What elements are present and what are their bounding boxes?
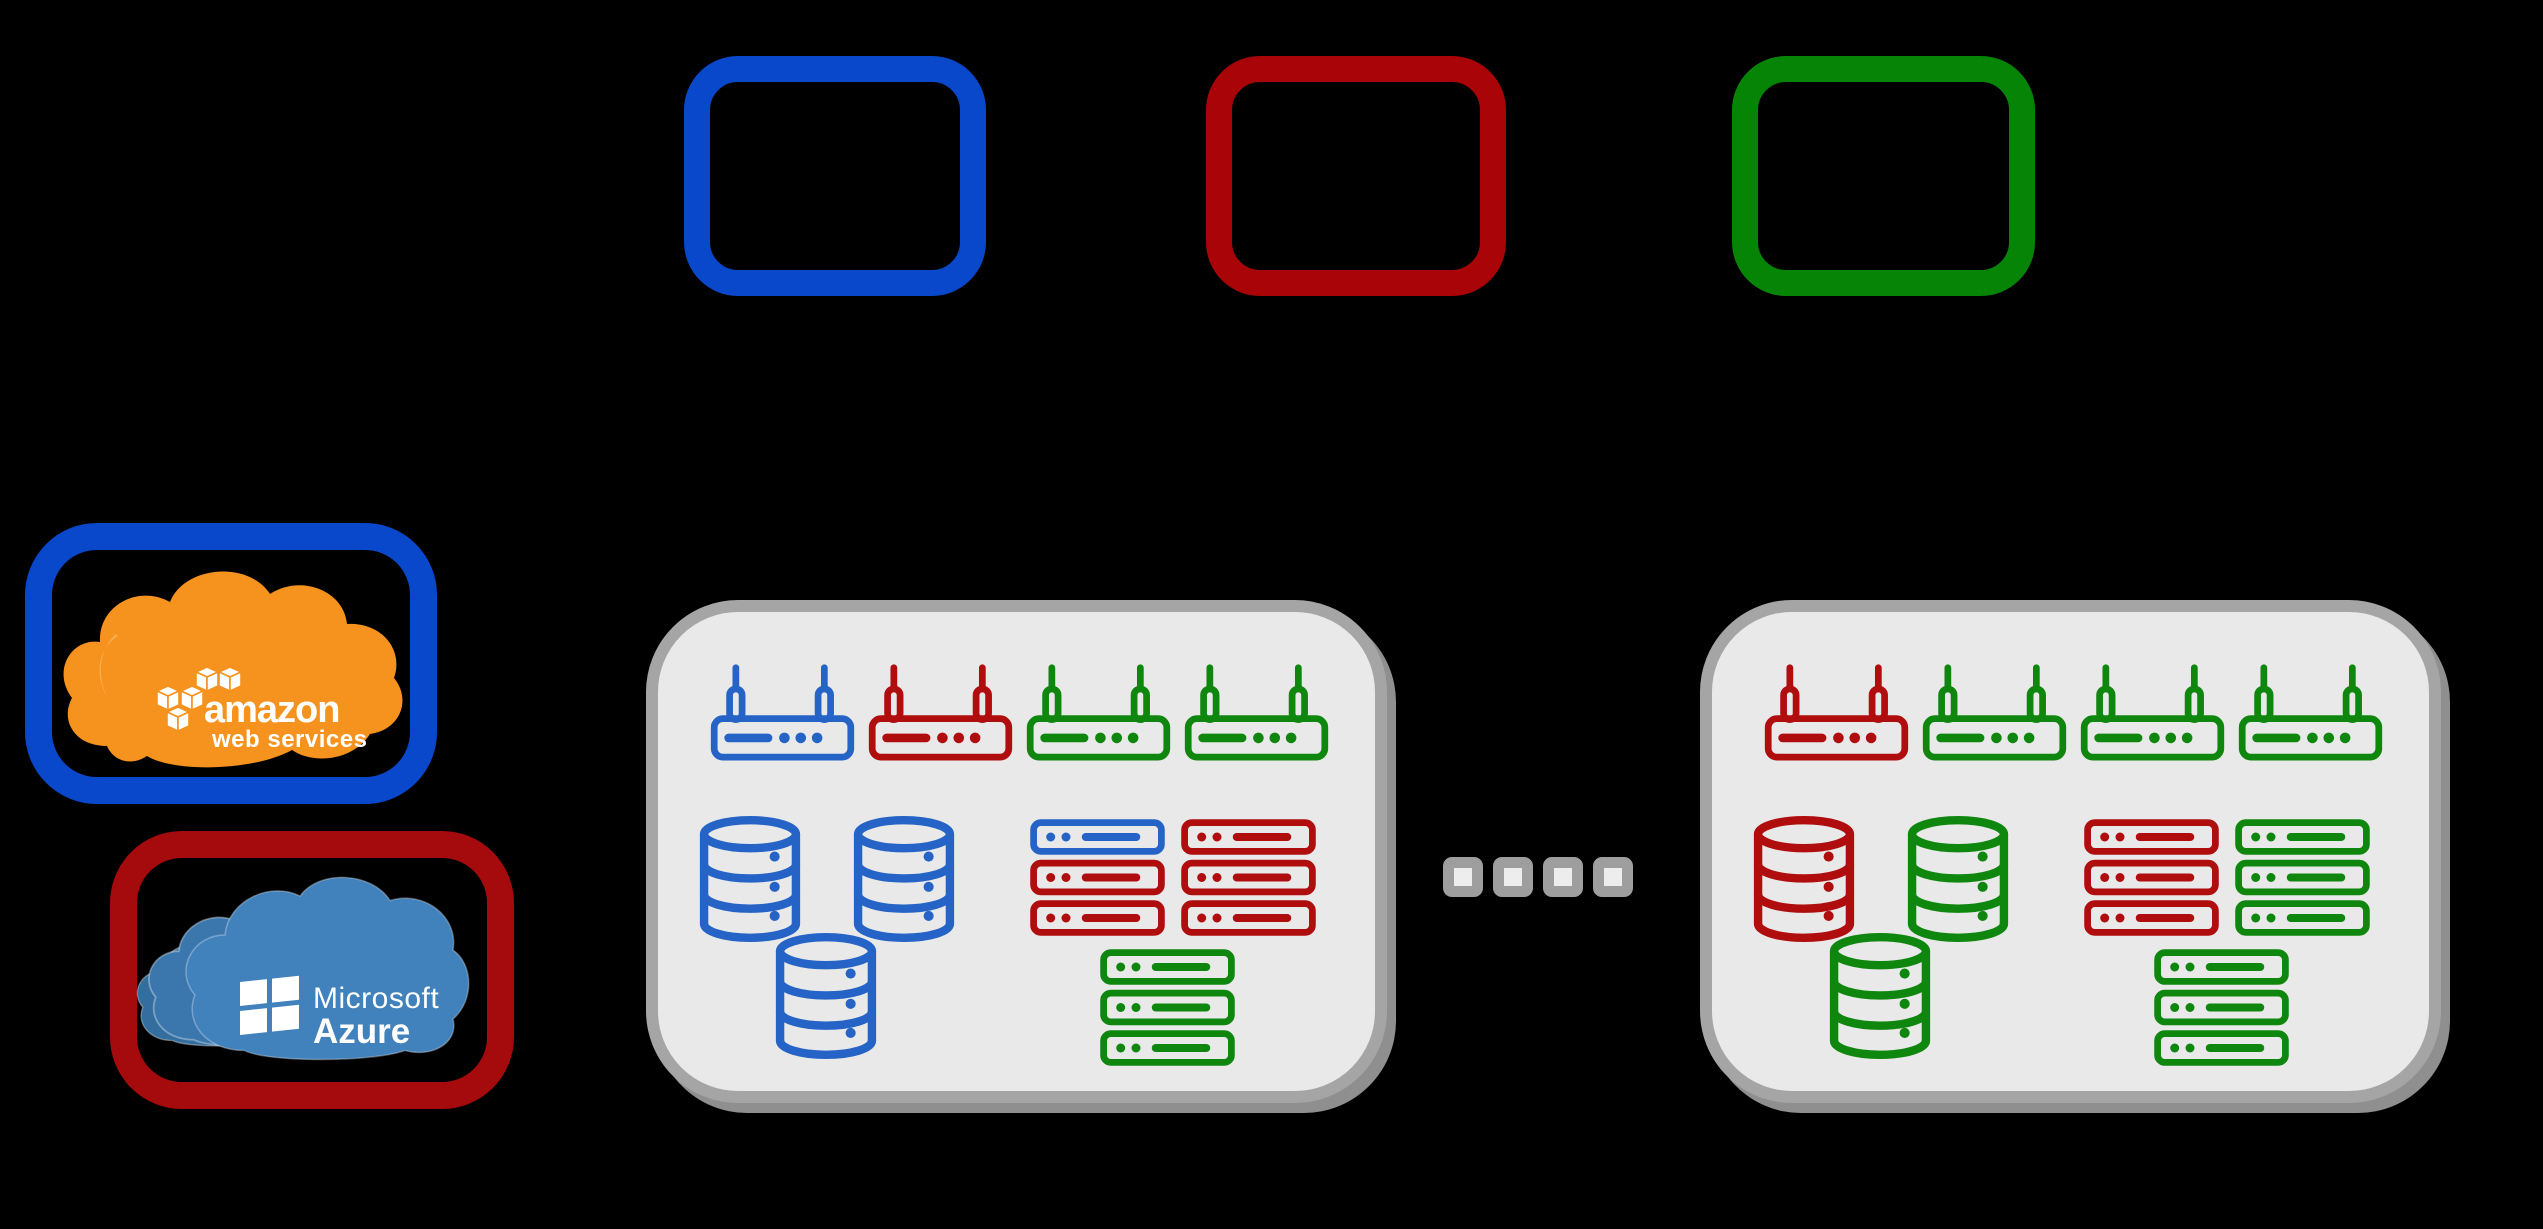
server-stack-icon bbox=[2084, 819, 2219, 936]
azure-cloud-icon: Microsoft Azure bbox=[136, 876, 470, 1061]
aws-cloud-icon: amazon web services bbox=[63, 571, 403, 768]
server-group bbox=[1030, 819, 1326, 1069]
database-slot bbox=[1902, 816, 2014, 942]
database-slot bbox=[770, 933, 882, 1059]
server-stack-icon bbox=[1030, 819, 1165, 936]
wifi-router-icon bbox=[1764, 660, 1909, 761]
database-icon bbox=[1902, 816, 2014, 942]
wifi-router-icon bbox=[1026, 660, 1171, 761]
legend-box-green bbox=[1732, 56, 2035, 296]
database-slot bbox=[1824, 933, 1936, 1059]
ellipsis-square bbox=[1593, 857, 1633, 897]
aws-sub-text: web services bbox=[211, 726, 367, 753]
database-group bbox=[1748, 816, 2038, 1066]
windows-flag-icon bbox=[240, 975, 299, 1035]
database-icon bbox=[1748, 816, 1860, 942]
server-stack-slot bbox=[1100, 949, 1235, 1066]
azure-brand-text: Microsoft bbox=[313, 982, 439, 1015]
ellipsis-square bbox=[1543, 857, 1583, 897]
router-row bbox=[1764, 660, 2383, 761]
wifi-router-icon bbox=[710, 660, 855, 761]
aws-provider-box: amazon web services bbox=[25, 523, 437, 804]
database-slot bbox=[1748, 816, 1860, 942]
router-row bbox=[710, 660, 1329, 761]
server-stack-slot bbox=[1181, 819, 1316, 936]
azure-sub-text: Azure bbox=[313, 1012, 410, 1051]
server-group bbox=[2084, 819, 2380, 1069]
azure-provider-box: Microsoft Azure bbox=[110, 831, 514, 1109]
wifi-router-icon bbox=[2238, 660, 2383, 761]
ellipsis-square bbox=[1443, 857, 1483, 897]
database-icon bbox=[1824, 933, 1936, 1059]
cloud-pod-1 bbox=[646, 600, 1387, 1103]
aws-cloud-highlight bbox=[99, 634, 118, 702]
database-group bbox=[694, 816, 984, 1066]
wifi-router-icon bbox=[1922, 660, 2067, 761]
database-icon bbox=[770, 933, 882, 1059]
wifi-router-icon bbox=[2080, 660, 2225, 761]
ellipsis-square bbox=[1493, 857, 1533, 897]
server-stack-icon bbox=[2154, 949, 2289, 1066]
wifi-router-icon bbox=[1184, 660, 1329, 761]
database-icon bbox=[848, 816, 960, 942]
server-stack-icon bbox=[1181, 819, 1316, 936]
wifi-router-icon bbox=[868, 660, 1013, 761]
server-stack-slot bbox=[2154, 949, 2289, 1066]
cloud-pod-2 bbox=[1700, 600, 2441, 1103]
aws-brand-text: amazon bbox=[204, 689, 339, 731]
pods-ellipsis bbox=[1443, 857, 1633, 897]
database-slot bbox=[694, 816, 806, 942]
legend-box-blue bbox=[684, 56, 986, 296]
database-slot bbox=[848, 816, 960, 942]
server-stack-slot bbox=[2084, 819, 2219, 936]
legend-box-red bbox=[1206, 56, 1506, 296]
database-icon bbox=[694, 816, 806, 942]
server-stack-slot bbox=[2235, 819, 2370, 936]
server-stack-icon bbox=[2235, 819, 2370, 936]
server-stack-icon bbox=[1100, 949, 1235, 1066]
server-stack-slot bbox=[1030, 819, 1165, 936]
